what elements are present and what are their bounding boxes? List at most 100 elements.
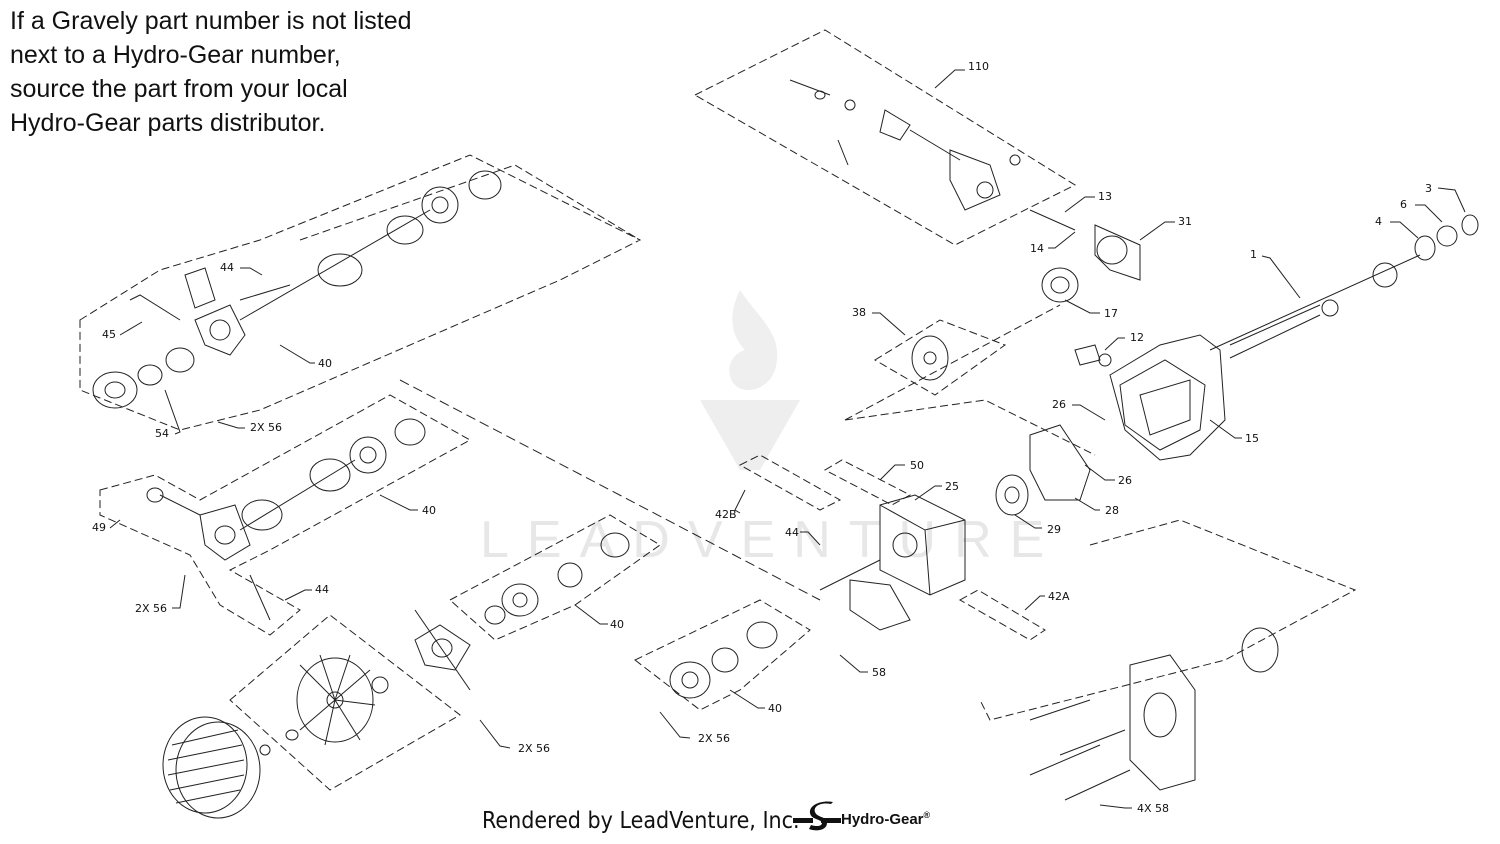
assembly-outline-valve-50 xyxy=(823,459,912,506)
callout-2x56c: 2X 56 xyxy=(518,742,550,755)
callout-13: 13 xyxy=(1098,190,1112,203)
cooling-fan xyxy=(259,654,389,756)
rendered-by-credit: Rendered by LeadVenture, Inc. xyxy=(482,808,800,834)
connection-line-3 xyxy=(819,559,881,591)
leader-14 xyxy=(1048,231,1076,249)
cylinder-block xyxy=(911,335,949,381)
callout-3: 3 xyxy=(1425,182,1432,195)
callout-2x56a: 2X 56 xyxy=(250,421,282,434)
leader-1 xyxy=(1261,255,1301,299)
watermark-flame-icon xyxy=(700,290,800,470)
callout-1: 1 xyxy=(1250,248,1257,261)
callout-44a: 44 xyxy=(220,261,234,274)
callout-4x58: 4X 58 xyxy=(1137,802,1169,815)
leader-2x56c xyxy=(479,719,511,749)
callout-38: 38 xyxy=(852,306,866,319)
leadventure-watermark: LEADVENTURE xyxy=(480,511,1063,569)
assembly-outline-center-long xyxy=(844,304,1096,456)
callout-15: 15 xyxy=(1245,432,1259,445)
leader-58 xyxy=(839,654,868,673)
assembly-outline-fan xyxy=(229,614,461,791)
connection-line-1 xyxy=(399,379,821,601)
callout-2x56b: 2X 56 xyxy=(135,602,167,615)
callout-29: 29 xyxy=(1047,523,1061,536)
assembly-outline-rear-plate xyxy=(979,519,1357,721)
leader-50 xyxy=(879,464,905,481)
leader-26a xyxy=(1072,404,1106,421)
leader-12 xyxy=(1104,337,1125,351)
callout-4: 4 xyxy=(1375,215,1382,228)
callout-6: 6 xyxy=(1400,198,1407,211)
leader-2x56d xyxy=(659,711,691,739)
callout-25: 25 xyxy=(945,480,959,493)
leader-40a xyxy=(279,344,315,364)
leader-49 xyxy=(109,519,121,529)
leader-6 xyxy=(1415,204,1443,223)
leader-29 xyxy=(1014,514,1042,529)
leader-25 xyxy=(914,485,942,501)
callout-54: 54 xyxy=(155,427,169,440)
callout-12: 12 xyxy=(1130,331,1144,344)
leader-44c xyxy=(800,531,821,546)
callout-40a: 40 xyxy=(318,357,332,370)
pump-housing-upper xyxy=(92,170,502,409)
callout-40d: 40 xyxy=(768,702,782,715)
callout-44b: 44 xyxy=(315,583,329,596)
parts-sourcing-notice: If a Gravely part number is not listed n… xyxy=(10,4,412,140)
callout-26a: 26 xyxy=(1052,398,1066,411)
leader-2x56a xyxy=(217,421,245,429)
hydro-gear-wordmark: Hydro-Gear xyxy=(841,811,924,828)
leader-38 xyxy=(872,312,906,336)
leader-4 xyxy=(1390,221,1419,239)
callout-40c: 40 xyxy=(610,618,624,631)
thrust-plate-29 xyxy=(995,474,1029,516)
leader-13 xyxy=(1064,196,1095,213)
notice-line-4: Hydro-Gear parts distributor. xyxy=(10,109,326,137)
main-housing xyxy=(1074,334,1226,461)
callout-42a: 42A xyxy=(1048,590,1070,603)
hydro-gear-logo: Hydro-Gear® xyxy=(793,798,953,838)
callout-42b: 42B xyxy=(715,508,737,521)
callout-45: 45 xyxy=(102,328,116,341)
callout-44c: 44 xyxy=(785,526,799,539)
callout-26b: 26 xyxy=(1118,474,1132,487)
pump-housing-lower-middle xyxy=(669,621,778,699)
callout-17: 17 xyxy=(1104,307,1118,320)
end-cap-25 xyxy=(849,494,966,631)
assembly-outline-valve-42a xyxy=(958,589,1046,641)
fan-guard-grille xyxy=(162,716,261,819)
callout-2x56d: 2X 56 xyxy=(698,732,730,745)
leader-15 xyxy=(1209,419,1242,439)
leader-42b xyxy=(734,489,746,514)
leader-40b xyxy=(379,494,418,511)
leader-42a xyxy=(1024,595,1045,611)
callout-28: 28 xyxy=(1105,504,1119,517)
notice-line-2: next to a Hydro-Gear number, xyxy=(10,41,341,69)
leader-31 xyxy=(1139,221,1175,241)
leader-4x58 xyxy=(1099,804,1132,809)
callout-40b: 40 xyxy=(422,504,436,517)
assembly-outline-upper-left xyxy=(79,154,642,431)
center-section-parts xyxy=(1029,209,1141,303)
leader-45 xyxy=(119,321,143,336)
assembly-outline-kit-110 xyxy=(693,29,1077,246)
callout-14: 14 xyxy=(1030,242,1044,255)
leader-40d xyxy=(729,689,765,709)
assembly-outline-upper-left-inner xyxy=(299,164,641,241)
assembly-outline-lower-middle-pump xyxy=(634,599,811,711)
leader-17 xyxy=(1064,299,1100,314)
assembly-outline-middle-left xyxy=(99,394,472,636)
leader-28 xyxy=(1074,497,1100,511)
callout-49: 49 xyxy=(92,521,106,534)
assembly-outline-cylinder-block xyxy=(874,319,1007,396)
registered-mark: ® xyxy=(923,810,931,820)
rear-mounting-plate xyxy=(1029,627,1279,801)
hydro-gear-logo-icon xyxy=(793,801,841,831)
callout-110: 110 xyxy=(968,60,989,73)
leader-44a xyxy=(240,267,263,276)
notice-line-1: If a Gravely part number is not listed xyxy=(10,7,412,35)
leader-26b xyxy=(1084,464,1115,481)
leader-3 xyxy=(1437,187,1466,213)
leader-54 xyxy=(164,389,181,435)
